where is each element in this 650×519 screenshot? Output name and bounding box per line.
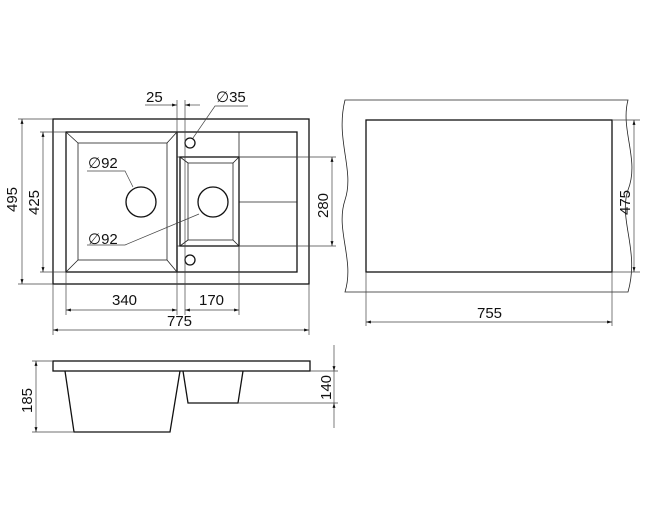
tap-hole-alt-icon — [184, 254, 196, 266]
dim-475: 475 — [617, 190, 634, 215]
side-view: 185 140 — [19, 345, 338, 433]
tap-hole-label: ∅35 — [216, 89, 246, 106]
dim-280: 280 — [315, 193, 332, 218]
dim-185: 185 — [19, 388, 36, 413]
cutout-rect — [365, 119, 613, 273]
small-drain-icon — [197, 186, 229, 218]
tap-hole-icon — [184, 137, 196, 149]
main-drain-icon — [125, 186, 157, 218]
small-bowl-profile — [182, 370, 244, 404]
sink-outline — [52, 118, 310, 285]
dim-340: 340 — [112, 292, 137, 309]
dim-425: 425 — [26, 190, 43, 215]
small-drain-label: ∅92 — [88, 231, 118, 248]
sink-rim — [52, 360, 311, 372]
main-bowl — [65, 131, 178, 273]
dim-755: 755 — [477, 305, 502, 322]
dim-25: 25 — [146, 89, 163, 106]
dim-775: 775 — [167, 313, 192, 330]
small-bowl — [179, 156, 240, 247]
cutout-view: 475 755 — [341, 99, 640, 326]
countertop-outline — [341, 99, 633, 293]
drainer-area — [176, 131, 298, 273]
dim-140: 140 — [318, 375, 335, 400]
dim-170: 170 — [199, 292, 224, 309]
dim-495: 495 — [4, 187, 21, 212]
main-bowl-profile — [64, 370, 181, 433]
main-drain-label: ∅92 — [88, 155, 118, 172]
top-view: 495 425 280 340 170 775 25 ∅35 ∅92 ∅92 — [4, 89, 336, 335]
